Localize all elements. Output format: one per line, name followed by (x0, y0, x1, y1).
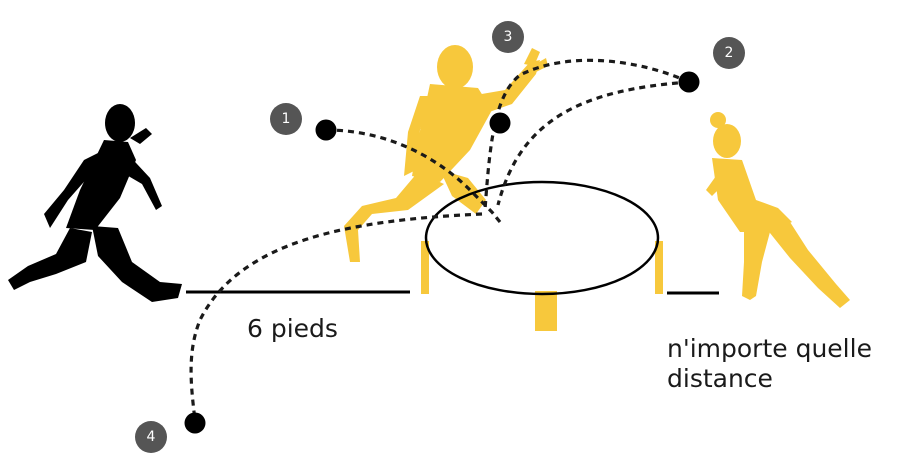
ball-1-icon (315, 119, 337, 141)
trajectory-2 (496, 80, 690, 206)
round-net-icon (421, 180, 663, 331)
step-badge-3: 3 (492, 21, 524, 53)
ball-2-icon (678, 71, 700, 93)
step-badge-4: 4 (135, 421, 167, 453)
label-distance-any: n'importe quelle distance (667, 334, 872, 393)
step-badge-1: 1 (270, 103, 302, 135)
step-badge-2: 2 (713, 37, 745, 69)
label-distance-short: 6 pieds (247, 314, 338, 343)
trajectory-4 (189, 212, 483, 421)
player-center-silhouette-icon (344, 45, 548, 262)
trajectory-1 (325, 128, 502, 224)
trajectory-3 (483, 58, 690, 211)
player-left-silhouette-icon (8, 104, 182, 302)
ball-3-icon (489, 112, 511, 134)
player-right-silhouette-icon (706, 112, 850, 308)
ball-4-icon (184, 412, 206, 434)
